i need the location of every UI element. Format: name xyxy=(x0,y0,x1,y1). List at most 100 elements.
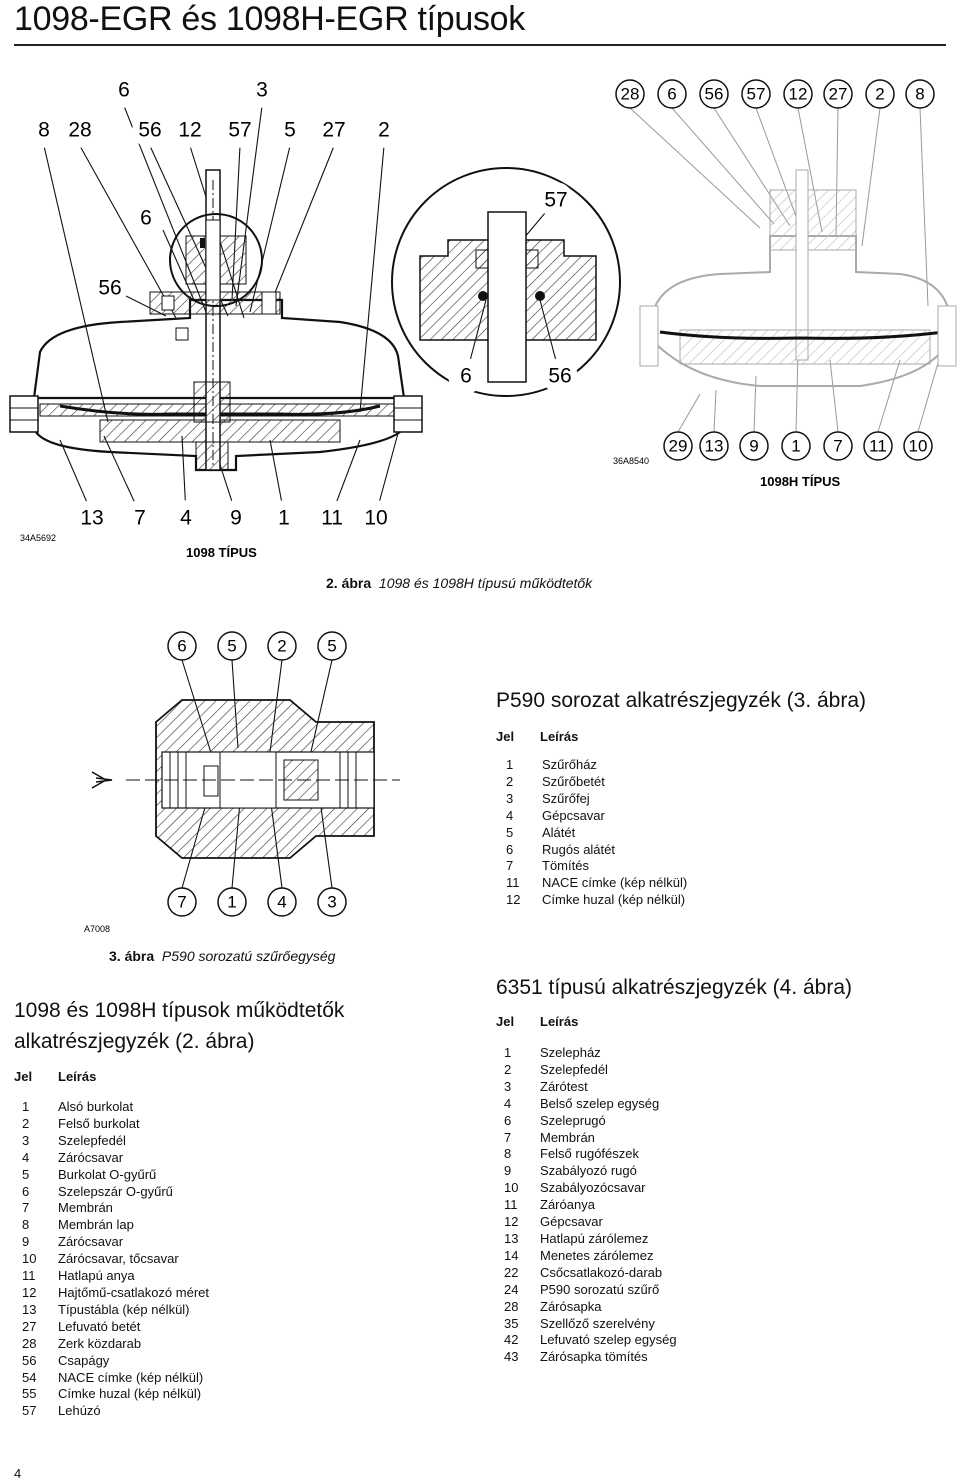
actuator-part-key: 13 xyxy=(22,1301,37,1317)
svg-text:11: 11 xyxy=(321,507,343,530)
actuator-part-desc: Membrán xyxy=(58,1200,113,1216)
svg-text:11: 11 xyxy=(869,437,887,456)
callout-detail: 56 xyxy=(542,358,578,394)
callout-1098-bottom: 7 xyxy=(122,500,158,536)
type-label-1098h: 1098H TÍPUS xyxy=(760,474,841,489)
callout-1098-mid: 56 xyxy=(92,270,128,306)
svg-text:57: 57 xyxy=(544,189,567,212)
svg-text:6: 6 xyxy=(460,365,472,388)
callout-1098h-bottom: 7 xyxy=(823,431,853,461)
type6351-part-key: 11 xyxy=(504,1197,518,1213)
callout-1098h-top: 56 xyxy=(699,79,729,109)
svg-text:10: 10 xyxy=(909,437,928,456)
svg-text:8: 8 xyxy=(38,119,50,142)
callout-1098-top: 56 xyxy=(132,112,168,148)
type6351-part-desc: Szelepfedél xyxy=(540,1061,608,1077)
callout-1098-top: 5 xyxy=(272,112,308,148)
svg-text:28: 28 xyxy=(621,85,640,104)
svg-text:27: 27 xyxy=(829,85,848,104)
svg-text:5: 5 xyxy=(327,637,336,656)
p590-part-key: 2 xyxy=(506,773,514,789)
drawing-code-34A5692: 34A5692 xyxy=(20,533,56,543)
actuator-part-desc: Csapágy xyxy=(58,1352,110,1368)
p590-part-key: 5 xyxy=(506,824,514,840)
actuator-part-key: 27 xyxy=(22,1318,37,1334)
figure-2-text: 1098 és 1098H típusú működtetők xyxy=(378,575,593,591)
type6351-part-desc: Szabályozó rugó xyxy=(540,1163,637,1179)
svg-text:56: 56 xyxy=(138,119,161,142)
callout-p590-top: 2 xyxy=(267,631,297,661)
svg-text:4: 4 xyxy=(277,893,286,912)
type6351-col-key: Jel xyxy=(496,1014,515,1029)
callout-detail: 6 xyxy=(448,358,484,394)
detail-view-drawing: 36A8540 xyxy=(391,167,649,466)
actuator-part-desc: Típustábla (kép nélkül) xyxy=(58,1301,190,1317)
type6351-part-desc: Záróanya xyxy=(540,1197,595,1213)
actuator-part-desc: Hajtőmű-csatlakozó méret xyxy=(58,1284,209,1300)
page-number: 4 xyxy=(14,1466,22,1481)
actuator-heading-line2: alkatrészjegyzék (2. ábra) xyxy=(14,1030,255,1053)
actuator-part-key: 6 xyxy=(22,1183,30,1199)
actuator-part-key: 3 xyxy=(22,1132,30,1148)
figure-3-caption: 3. ábra P590 sorozatú szűrőegység xyxy=(109,948,335,964)
actuator-part-key: 5 xyxy=(22,1166,30,1182)
callout-p590-bottom: 7 xyxy=(167,887,197,917)
p590-part-desc: Gépcsavar xyxy=(542,807,605,823)
callout-1098-top: 8 xyxy=(26,112,62,148)
page-title: 1098-EGR és 1098H-EGR típusok xyxy=(14,0,525,38)
callout-1098-bottom: 11 xyxy=(314,500,350,536)
type6351-part-key: 42 xyxy=(504,1332,519,1348)
type6351-part-desc: Zárósapka xyxy=(540,1298,602,1314)
svg-text:27: 27 xyxy=(322,119,345,142)
type6351-part-desc: Szellőző szerelvény xyxy=(540,1315,655,1331)
type6351-part-key: 43 xyxy=(504,1349,519,1365)
svg-text:12: 12 xyxy=(178,119,201,142)
type6351-part-key: 1 xyxy=(504,1045,512,1060)
callout-1098h-top: 8 xyxy=(905,79,935,109)
type6351-part-desc: Menetes zárólemez xyxy=(540,1247,654,1263)
actuator-part-key: 11 xyxy=(22,1268,36,1284)
svg-text:56: 56 xyxy=(98,277,121,300)
actuator-1098h-drawing: 1098H TÍPUS xyxy=(629,107,957,489)
callout-1098h-bottom: 11 xyxy=(863,431,893,461)
type6351-part-desc: Gépcsavar xyxy=(540,1214,603,1230)
actuator-part-key: 55 xyxy=(22,1386,37,1402)
type6351-part-key: 10 xyxy=(504,1180,519,1196)
p590-part-key: 4 xyxy=(506,807,514,823)
p590-heading: P590 sorozat alkatrészjegyzék (3. ábra) xyxy=(496,689,867,712)
svg-text:6: 6 xyxy=(140,207,152,230)
svg-text:13: 13 xyxy=(80,507,103,530)
actuator-part-row: 13 Típustábla (kép nélkül) xyxy=(22,1302,209,1319)
callout-1098-top: 12 xyxy=(172,112,208,148)
actuator-part-key: 28 xyxy=(22,1335,37,1351)
p590-part-desc: Címke huzal (kép nélkül) xyxy=(542,892,686,908)
actuator-part-desc: Alsó burkolat xyxy=(58,1099,134,1114)
actuator-part-key: 54 xyxy=(22,1369,37,1385)
type6351-part-desc: Lefuvató szelep egység xyxy=(540,1332,677,1348)
type6351-part-desc: Szabályozócsavar xyxy=(540,1180,646,1196)
type6351-part-desc: Csőcsatlakozó-darab xyxy=(540,1264,663,1280)
svg-text:57: 57 xyxy=(228,119,251,142)
type6351-part-desc: Szeleprugó xyxy=(540,1112,606,1128)
